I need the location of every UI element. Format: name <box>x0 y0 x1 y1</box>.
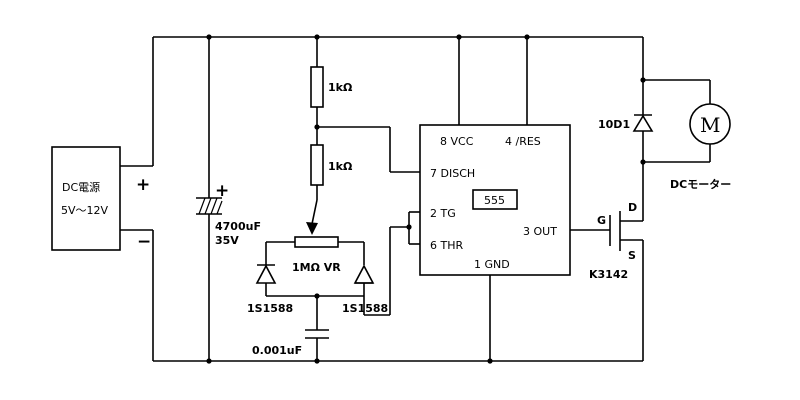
supply-plus-sign: + <box>136 175 150 195</box>
resistor-top-value: 1kΩ <box>328 81 353 94</box>
potentiometer-wiper <box>306 199 318 235</box>
positive-rail <box>120 36 643 167</box>
source-label: S <box>628 249 636 262</box>
capacitor-polarity-sign: + <box>215 181 229 201</box>
mosfet: G D S K3142 <box>570 162 644 361</box>
diode-left: 1S1588 <box>247 242 293 315</box>
ic-555: 555 8 VCC 4 /RES 7 DISCH 2 TG 6 THR 3 OU… <box>419 37 571 361</box>
diode-right: 1S1588 <box>342 242 388 315</box>
flyback-diode: 10D1 <box>598 37 654 162</box>
capacitor-value: 4700uF <box>215 220 261 233</box>
pin-res-label: 4 /RES <box>505 135 541 148</box>
trigger-threshold-wire <box>363 211 420 316</box>
potentiometer: 1MΩ VR <box>266 236 364 274</box>
power-supply: DC電源 5V〜12V + − <box>51 146 151 252</box>
power-supply-name: DC電源 <box>62 180 100 194</box>
resistor-mid-value: 1kΩ <box>328 160 353 173</box>
resistor-top: 1kΩ <box>310 37 353 145</box>
pin-gnd-label: 1 GND <box>474 258 510 271</box>
ground-rail <box>120 229 643 362</box>
resistor-mid: 1kΩ <box>310 144 353 200</box>
pin-out-label: 3 OUT <box>523 225 557 238</box>
drain-label: D <box>628 201 637 214</box>
pin-vcc-label: 8 VCC <box>440 135 474 148</box>
supply-minus-sign: − <box>137 232 151 252</box>
diode-left-part: 1S1588 <box>247 302 293 315</box>
junction-dots <box>206 34 646 364</box>
pin-disch-label: 7 DISCH <box>430 167 475 180</box>
motor-symbol: M <box>700 113 720 137</box>
gate-label: G <box>597 214 606 227</box>
mosfet-part: K3142 <box>589 268 628 281</box>
capacitor-voltage: 35V <box>215 234 239 247</box>
discharge-wire <box>317 126 420 173</box>
motor-label: DCモーター <box>670 178 731 191</box>
power-supply-range: 5V〜12V <box>61 204 109 217</box>
timing-capacitor-value: 0.001uF <box>252 344 302 357</box>
ic-name: 555 <box>484 194 505 207</box>
pin-thr-label: 6 THR <box>430 239 463 252</box>
potentiometer-value: 1MΩ VR <box>292 261 341 274</box>
diode-right-part: 1S1588 <box>342 302 388 315</box>
timing-capacitor: 0.001uF <box>252 296 329 361</box>
main-capacitor: + 4700uF 35V <box>196 37 261 361</box>
diode-junction <box>266 293 364 299</box>
flyback-diode-part: 10D1 <box>598 118 630 131</box>
motor: M DCモーター <box>643 79 731 191</box>
pin-tg-label: 2 TG <box>430 207 456 220</box>
